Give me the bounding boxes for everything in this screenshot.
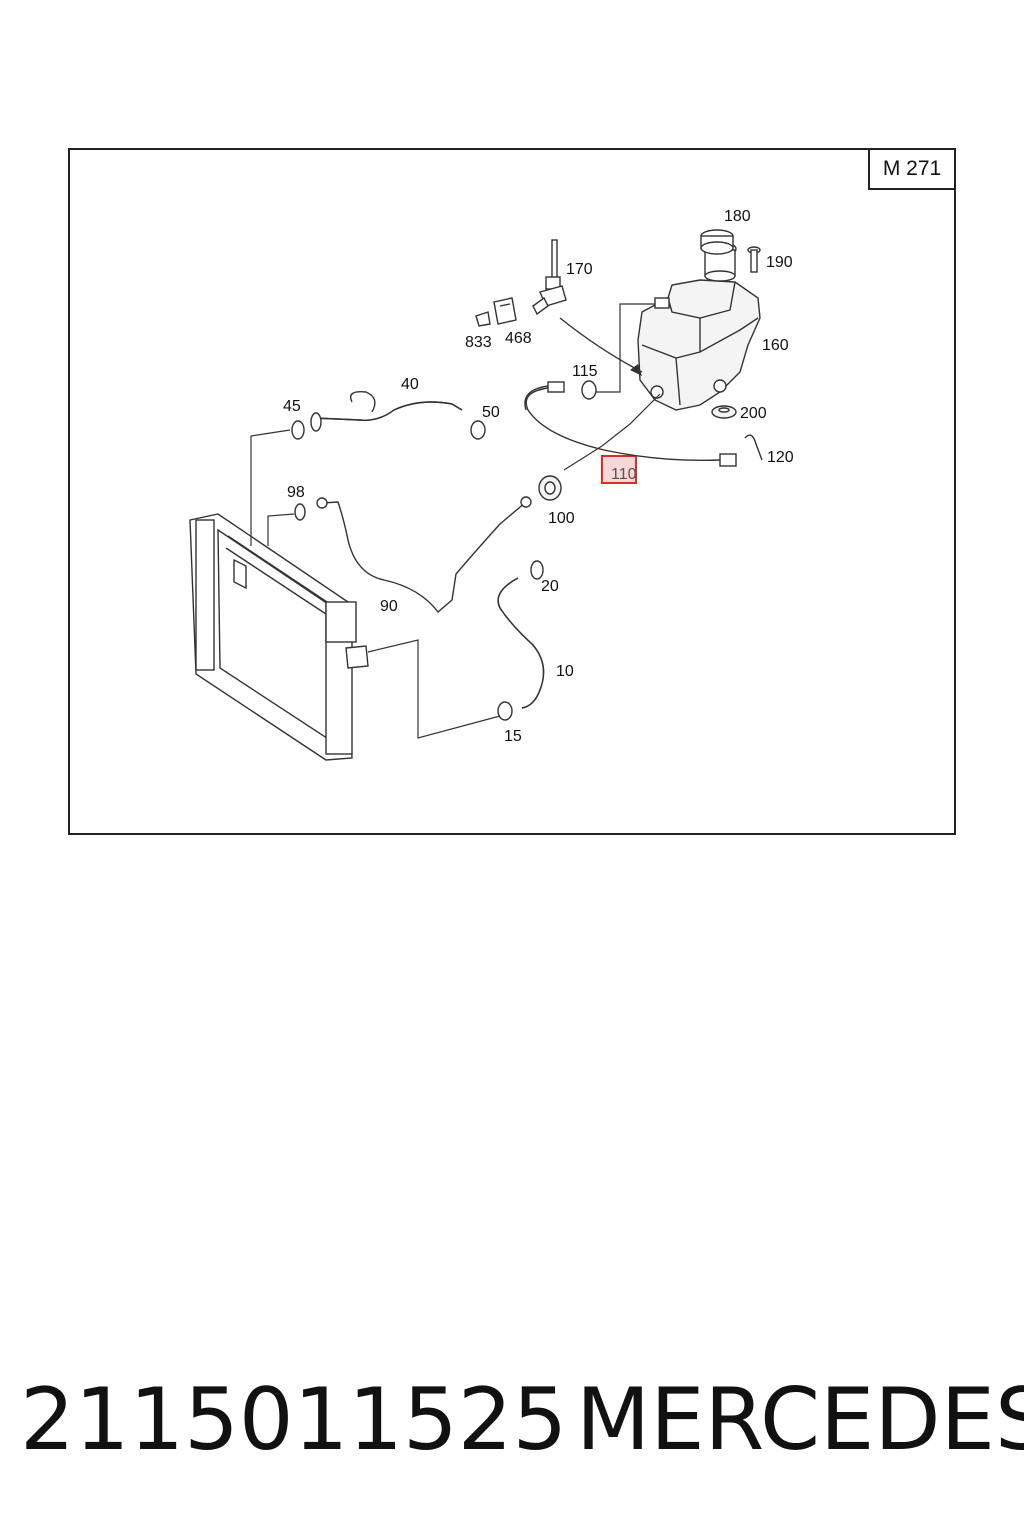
label-45: 45 (283, 398, 301, 415)
o-ring-98[interactable] (294, 503, 306, 521)
label-15: 15 (504, 728, 522, 745)
diagram-frame (68, 148, 956, 835)
label-20: 20 (541, 578, 559, 595)
label-90: 90 (380, 598, 398, 615)
label-110: 110 (611, 466, 637, 483)
level-sensor[interactable] (532, 239, 567, 316)
label-115: 115 (572, 363, 598, 380)
o-ring-115[interactable] (581, 380, 597, 400)
coolant-reservoir[interactable] (637, 241, 761, 411)
bleed-line-90[interactable] (316, 496, 532, 614)
connector-clip[interactable] (493, 297, 517, 325)
label-40: 40 (401, 376, 419, 393)
label-468: 468 (505, 330, 532, 347)
highlighted-part-marker[interactable] (601, 455, 637, 484)
label-10: 10 (556, 663, 574, 680)
plug-seal[interactable] (475, 311, 491, 327)
arrow-head-icon (630, 364, 642, 376)
label-120: 120 (767, 449, 794, 466)
label-100: 100 (548, 510, 575, 527)
o-ring-15[interactable] (497, 701, 513, 721)
label-180: 180 (724, 208, 751, 225)
retaining-clip[interactable] (744, 434, 763, 461)
part-number: 2115011525 (20, 1370, 568, 1470)
leader-45 (250, 429, 291, 546)
leader-115 (596, 303, 655, 393)
engine-model-label: M 271 (868, 148, 956, 190)
leader-98 (267, 513, 295, 546)
radiator[interactable] (189, 513, 369, 761)
label-200: 200 (740, 405, 767, 422)
label-170: 170 (566, 261, 593, 278)
label-190: 190 (766, 254, 793, 271)
label-98: 98 (287, 484, 305, 501)
footer-caption: 2115011525 MERCEDES (20, 1370, 1024, 1470)
rubber-mount[interactable] (711, 405, 737, 419)
reservoir-cap[interactable] (700, 229, 734, 255)
leader-110 (563, 393, 661, 471)
mounting-bolt[interactable] (747, 246, 761, 273)
coolant-line-110[interactable] (524, 381, 737, 467)
hose-clamp-100[interactable] (538, 475, 562, 501)
label-50: 50 (482, 404, 500, 421)
brand-name: MERCEDES (576, 1370, 1024, 1470)
o-ring-20[interactable] (530, 560, 544, 580)
o-ring-45[interactable] (291, 420, 305, 440)
leader-15 (367, 639, 501, 739)
lower-hose-10[interactable] (497, 577, 545, 709)
label-833: 833 (465, 334, 492, 351)
label-160: 160 (762, 337, 789, 354)
o-ring-50[interactable] (470, 420, 486, 440)
upper-hose-40[interactable] (310, 391, 463, 432)
